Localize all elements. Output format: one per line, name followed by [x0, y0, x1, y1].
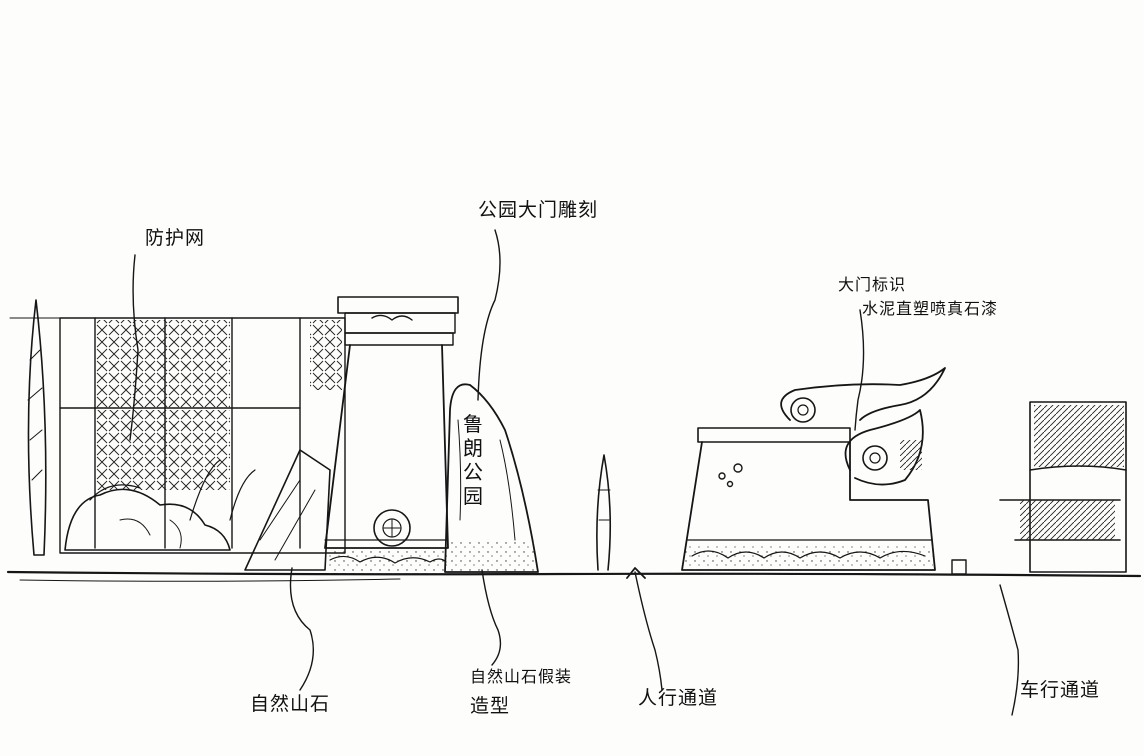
label-gate-sign-line2: 水泥直塑喷真石漆	[862, 299, 999, 318]
label-natural-stone: 自然山石	[250, 693, 331, 715]
label-fence: 防护网	[145, 227, 206, 249]
label-gate-sign-line1: 大门标识	[838, 275, 907, 294]
leader-gate-sign	[854, 309, 865, 431]
guard-box	[951, 559, 967, 575]
bollard	[596, 454, 612, 571]
roadside-building	[999, 401, 1127, 573]
label-rock-shape-line1: 自然山石假装	[470, 667, 573, 686]
label-sidewalk: 人行通道	[638, 687, 719, 709]
ground-line	[6, 570, 1142, 578]
leader-rock-shape	[481, 569, 502, 666]
label-gate-carving: 公园大门雕刻	[478, 199, 599, 221]
leader-lines	[129, 229, 1020, 716]
natural-rocks-left	[64, 449, 331, 571]
left-tree	[27, 299, 47, 556]
carved-rock-text: 鲁朗公园	[463, 412, 483, 508]
carved-rock	[444, 383, 539, 573]
gate-pillar	[324, 296, 459, 574]
label-rock-shape-line2: 造型	[470, 695, 511, 717]
gate-sign-sculpture	[681, 367, 946, 571]
label-roadway: 车行通道	[1020, 679, 1101, 701]
leader-fence	[129, 254, 139, 441]
leader-natural-stone	[289, 567, 315, 691]
leader-gate-carving	[477, 229, 501, 401]
protective-fence	[9, 317, 346, 554]
leader-sidewalk	[634, 571, 663, 691]
leader-roadway	[999, 584, 1020, 716]
